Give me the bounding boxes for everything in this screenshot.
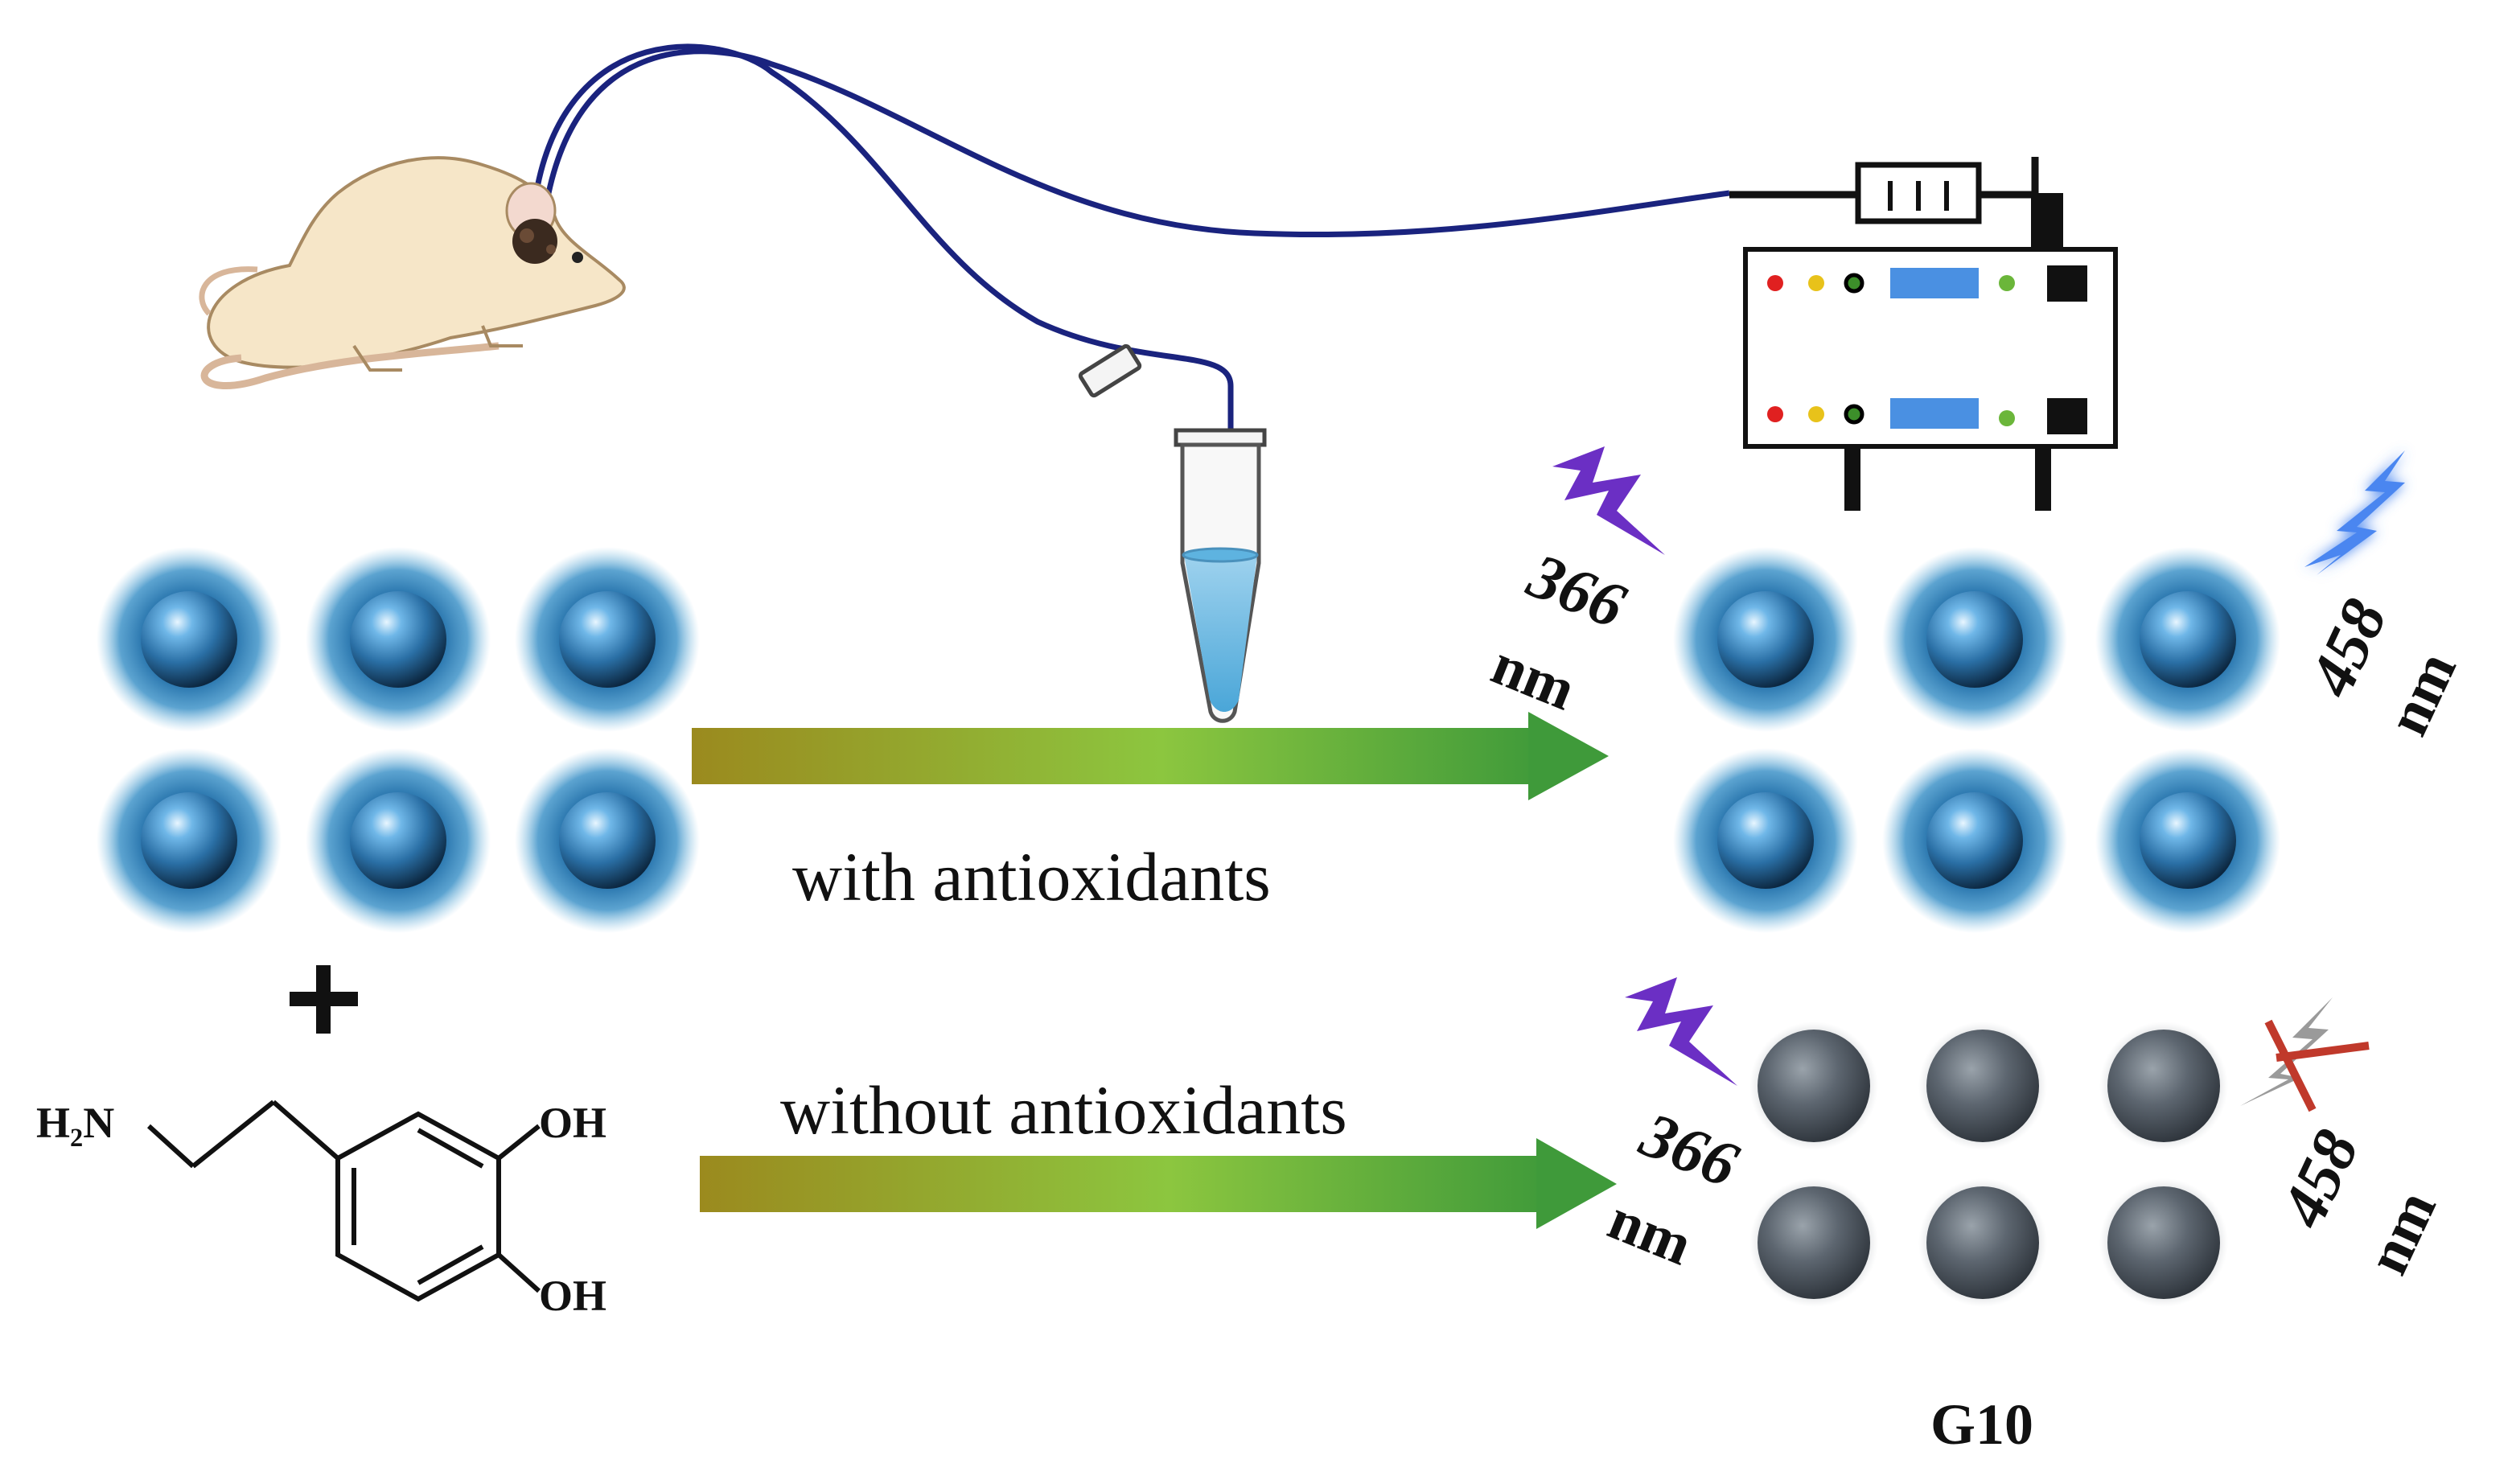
nanoparticle [306,748,491,933]
nanoparticle [97,748,282,933]
cross-mark-icon [2264,1019,2317,1112]
nanoparticle [515,748,700,933]
microdialysis-tubing-to-tube [532,43,1234,475]
nanoparticle [1673,748,1858,933]
microinjection-pump-icon [1729,157,2118,511]
nanoparticle [306,547,491,732]
nanoparticle [2095,748,2280,933]
quenched-particle [2099,1178,2228,1307]
plus-sign-icon [290,965,358,1034]
quenched-emission-icon [2240,997,2370,1112]
hydroxyl-bottom-label: OH [539,1272,607,1320]
dopamine-structure [146,1100,541,1302]
sample-tube-icon [1078,343,1267,723]
nanoparticle [515,547,700,732]
product-label-g10: G10 [1930,1392,2034,1457]
quenched-particle [1918,1178,2047,1307]
nanoparticle-group-right [1673,547,2280,933]
brain-icon [512,219,557,264]
quenched-particle-group [1749,1022,2228,1307]
arrow-without-antioxidants [700,1138,1617,1229]
nanoparticle [1882,748,2067,933]
microdialysis-tubing-to-pump [544,48,1730,238]
nanoparticle-group-left [97,547,700,933]
arrow-with-antioxidants [692,712,1609,800]
amine-group-label: H₂N [36,1099,115,1147]
quenched-particle [1749,1022,1878,1150]
hydroxyl-top-label: OH [539,1099,607,1147]
nanoparticle [2095,547,2280,732]
nanoparticle [1882,547,2067,732]
label-without-antioxidants: without antioxidants [780,1071,1347,1149]
rat-illustration [199,156,626,389]
nanoparticle [1673,547,1858,732]
quenched-particle [2099,1022,2228,1150]
label-with-antioxidants: with antioxidants [792,838,1271,915]
nanoparticle [97,547,282,732]
quenched-particle [1749,1178,1878,1307]
excitation-bolt-icon [1552,446,1665,555]
emission-bolt-icon [2304,450,2405,575]
quenched-particle [1918,1022,2047,1150]
excitation-bolt-icon [1625,977,1737,1086]
